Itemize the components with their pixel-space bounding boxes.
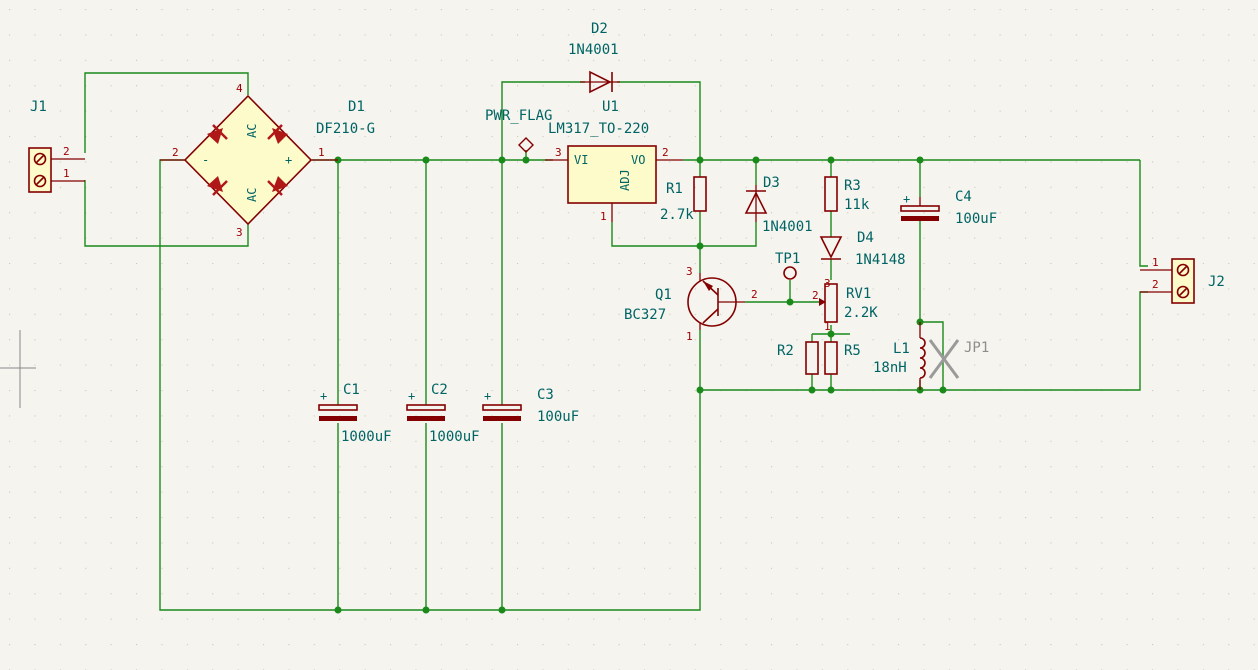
jumper-jp1[interactable]: JP1 (928, 339, 989, 379)
resistor-r5[interactable]: R5 (824, 341, 861, 375)
d1-pin-2: 2 (172, 146, 179, 159)
capacitor-c3[interactable]: + C3 100uF (482, 387, 579, 425)
c3-ref: C3 (537, 387, 554, 403)
r3-ref: R3 (844, 178, 861, 194)
d4-ref: D4 (857, 230, 874, 246)
l1-value: 18nH (873, 360, 907, 376)
capacitor-c2[interactable]: + C2 1000uF (406, 382, 480, 445)
u1-pin-name-adj: ADJ (618, 169, 632, 191)
c2-polarity: + (408, 389, 415, 403)
bridge-rectifier-d1[interactable]: AC AC - + 4 2 1 3 D1 DF210-G (160, 82, 375, 239)
connector-j1[interactable]: J1 2 1 (28, 99, 85, 193)
u1-pin-2: 2 (662, 146, 669, 159)
rv1-pin-2: 2 (812, 289, 819, 302)
d4-value: 1N4148 (855, 252, 906, 268)
wiper-arrow-icon (819, 298, 826, 306)
j2-ref: J2 (1208, 274, 1225, 290)
transistor-q1[interactable]: 3 2 1 Q1 BC327 (624, 265, 758, 343)
d1-pin-1: 1 (318, 146, 325, 159)
d1-value: DF210-G (316, 121, 375, 137)
q1-pin-3: 3 (686, 265, 693, 278)
d1-label-minus: - (202, 153, 209, 167)
resistor-r3[interactable]: R3 11k (824, 176, 870, 213)
potentiometer-rv1[interactable]: 3 2 1 RV1 2.2K (812, 277, 878, 333)
diode-d2[interactable]: D2 1N4001 (568, 21, 620, 94)
d2-ref: D2 (591, 21, 608, 37)
rv1-pin-1: 1 (824, 320, 831, 333)
c4-polarity: + (903, 192, 910, 206)
rv1-value: 2.2K (844, 305, 878, 321)
j2-pin-1: 1 (1152, 256, 1159, 269)
c4-ref: C4 (955, 189, 972, 205)
tp1-ref: TP1 (775, 251, 800, 267)
j1-pin-2: 2 (63, 145, 70, 158)
crosshair-cursor (0, 330, 36, 408)
d1-pin-3: 3 (236, 226, 243, 239)
capacitor-c1[interactable]: + C1 1000uF (318, 382, 392, 445)
inductor-l1[interactable]: L1 18nH (873, 322, 926, 390)
capacitor-c4[interactable]: + C4 100uF (900, 189, 997, 227)
c3-polarity: + (484, 389, 491, 403)
diode-d3[interactable]: D3 1N4001 (744, 175, 813, 235)
c3-value: 100uF (537, 409, 579, 425)
r1-ref: R1 (666, 181, 683, 197)
d3-value: 1N4001 (762, 219, 813, 235)
c1-value: 1000uF (341, 429, 392, 445)
pwr-flag-label: PWR_FLAG (485, 108, 552, 124)
j1-ref: J1 (30, 99, 47, 115)
u1-pin-name-vi: VI (574, 153, 588, 167)
d1-label-ac-top: AC (245, 124, 259, 138)
r1-value: 2.7k (660, 207, 694, 223)
power-flag[interactable]: PWR_FLAG (485, 108, 552, 153)
c4-value: 100uF (955, 211, 997, 227)
emitter-arrow-icon (703, 281, 713, 291)
q1-pin-1: 1 (686, 330, 693, 343)
d3-ref: D3 (763, 175, 780, 191)
q1-pin-2: 2 (751, 288, 758, 301)
c2-value: 1000uF (429, 429, 480, 445)
l1-ref: L1 (893, 341, 910, 357)
c2-ref: C2 (431, 382, 448, 398)
r2-ref: R2 (777, 343, 794, 359)
u1-pin-1: 1 (600, 210, 607, 223)
c1-ref: C1 (343, 382, 360, 398)
regulator-u1[interactable]: U1 LM317_TO-220 VI VO ADJ 3 2 1 (545, 99, 683, 223)
test-point-tp1[interactable]: TP1 (775, 251, 800, 280)
d1-ref: D1 (348, 99, 365, 115)
u1-pin-name-vo: VO (631, 153, 645, 167)
u1-ref: U1 (602, 99, 619, 115)
u1-value: LM317_TO-220 (548, 121, 649, 137)
c1-polarity: + (320, 389, 327, 403)
j1-pin-1: 1 (63, 167, 70, 180)
resistor-r2[interactable]: R2 (777, 341, 819, 375)
r3-value: 11k (844, 197, 870, 213)
rv1-ref: RV1 (846, 286, 871, 302)
d2-value: 1N4001 (568, 42, 619, 58)
jp1-ref: JP1 (964, 340, 989, 356)
rv1-pin-3: 3 (824, 277, 831, 290)
diode-d4[interactable]: D4 1N4148 (819, 230, 906, 268)
j2-pin-2: 2 (1152, 278, 1159, 291)
q1-value: BC327 (624, 307, 666, 323)
r5-ref: R5 (844, 343, 861, 359)
connector-j2[interactable]: 1 2 J2 (1140, 256, 1225, 304)
d1-label-plus: + (285, 153, 292, 167)
resistor-r1[interactable]: R1 2.7k (660, 176, 707, 223)
d1-label-ac-bottom: AC (245, 188, 259, 202)
q1-ref: Q1 (655, 287, 672, 303)
junction-dots (334, 156, 947, 614)
d1-pin-4: 4 (236, 82, 243, 95)
u1-pin-3: 3 (555, 146, 562, 159)
